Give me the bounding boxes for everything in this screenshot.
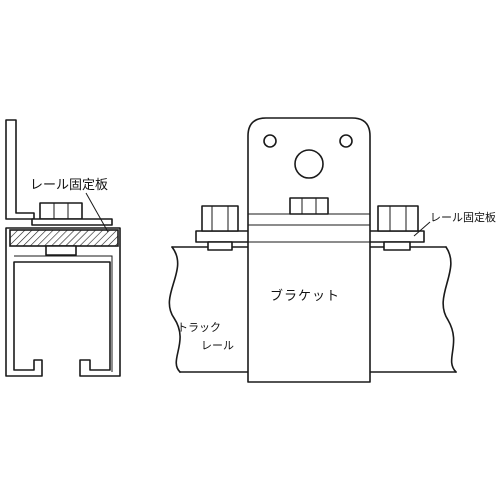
right-bolt-center (289, 197, 329, 215)
left-bolt (31, 202, 113, 226)
right-front-view (168, 117, 457, 383)
left-section-view (5, 119, 121, 377)
left-track-channel-outer (5, 227, 121, 377)
track-rail-left-break (168, 246, 181, 373)
left-rail-fixing-plate (9, 229, 119, 247)
left-bracket-arm (5, 119, 35, 220)
leader-line-left-plate (85, 192, 109, 233)
label-bracket: ブラケット (270, 289, 341, 304)
track-rail-right-break (442, 246, 457, 373)
bracket-plate (247, 117, 371, 383)
left-track-channel-inner (14, 255, 113, 372)
right-bolt-right (377, 205, 419, 251)
leader-line-right-plate (413, 221, 431, 237)
label-rail-fixing-plate-right: レール固定板 (430, 211, 496, 224)
left-bolt-nut (45, 245, 77, 256)
bracket-hole-left (263, 134, 277, 148)
label-track-line2: レール (201, 339, 234, 352)
bracket-hole-right (339, 134, 353, 148)
bracket-hole-center (294, 149, 324, 179)
label-track-line1: トラック (177, 321, 221, 334)
label-rail-fixing-plate-left: レール固定板 (30, 178, 109, 193)
right-bolt-left (201, 205, 239, 251)
